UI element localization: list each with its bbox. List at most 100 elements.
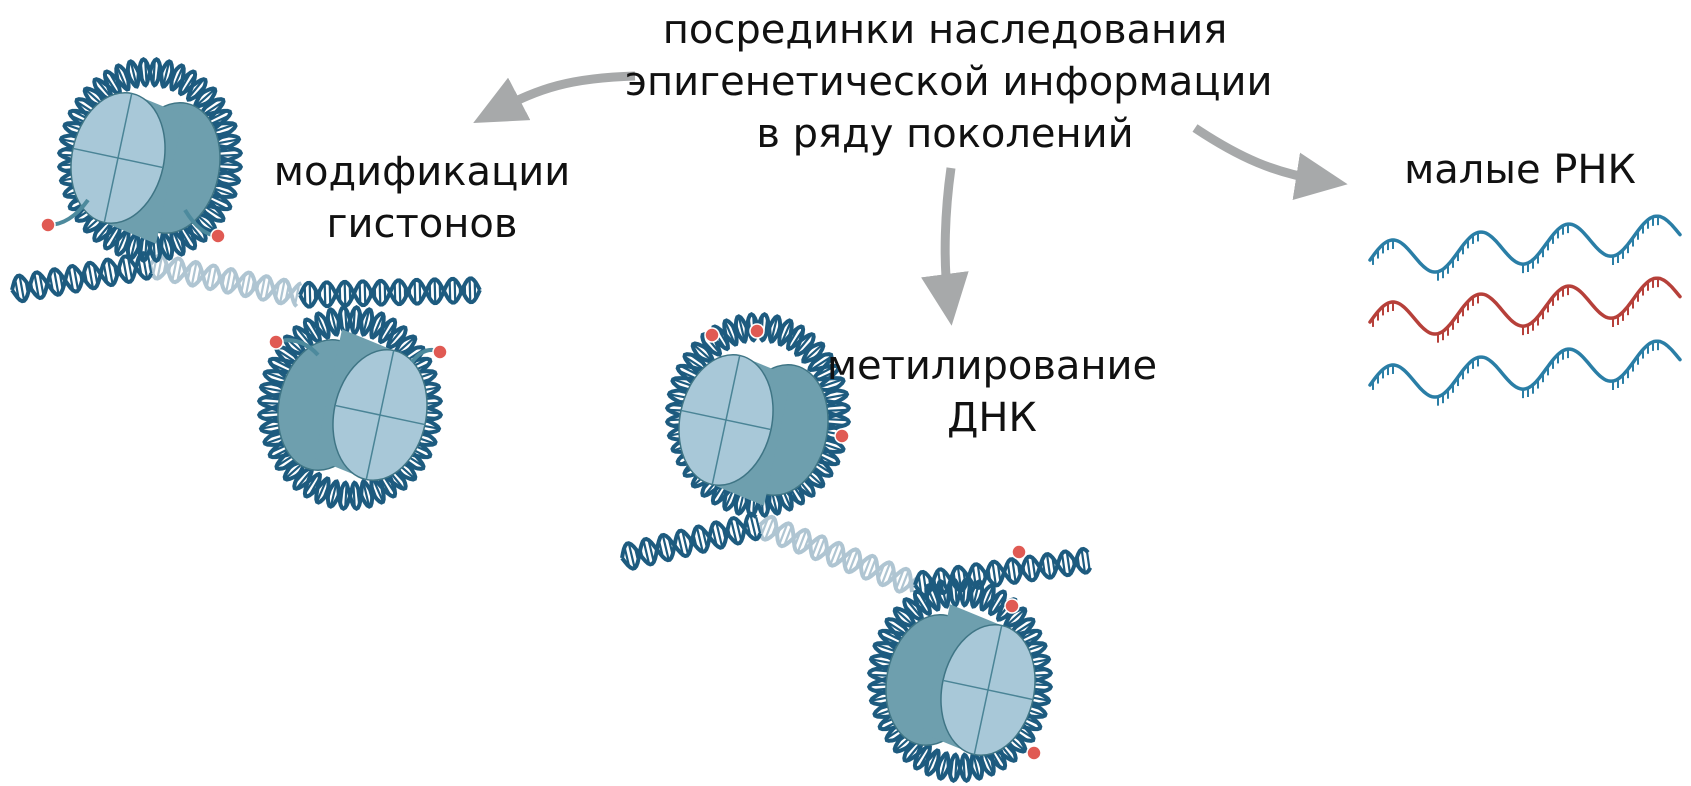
dna-base-pair [860, 560, 866, 569]
dna-base-pair [52, 268, 60, 295]
dna-base-pair [867, 558, 877, 579]
dna-base-pair [18, 275, 26, 302]
dna-base-pair [906, 578, 912, 587]
dna-base-pair [156, 255, 164, 279]
dna-base-pair [778, 523, 789, 545]
dna-strand [758, 521, 919, 594]
dna-helix [148, 252, 303, 308]
small-rna [1368, 276, 1682, 343]
dna-base-pair [221, 273, 226, 286]
methyl-mark [1004, 598, 1020, 614]
dna-base-pair [362, 481, 371, 507]
methyl-mark [834, 428, 850, 444]
dna-base-pair [834, 546, 844, 565]
dna-base-pair [343, 281, 347, 306]
dna-base-pair [783, 525, 793, 546]
dna-base-pair [822, 546, 828, 555]
dna-base-pair [972, 753, 981, 779]
dna-base-pair [893, 575, 898, 580]
dna-base-pair [681, 530, 690, 556]
dna-base-pair [162, 233, 171, 259]
dna-base-pair [271, 287, 275, 292]
dna-base-pair [764, 517, 775, 541]
small-rna-label: малые РНК [1395, 144, 1645, 196]
dna-base-pair [107, 259, 114, 285]
dna-base-pair [793, 531, 802, 548]
dna-strand [620, 511, 758, 571]
dna-base-pair [877, 564, 886, 580]
nucleosome [40, 56, 244, 264]
dna-base-pair [815, 537, 826, 560]
dna-base-pair [939, 753, 948, 779]
dna-base-pair [87, 262, 95, 289]
dna-base-pair [468, 278, 472, 303]
dna-base-pair [284, 284, 290, 301]
dna-strand [913, 549, 1093, 596]
dna-base-pair [448, 280, 452, 302]
dna-strand [10, 254, 154, 301]
dna-base-pair [323, 283, 327, 306]
histone-modifications-label: модификации гистонов [262, 146, 582, 250]
dna-linker [10, 251, 482, 309]
dna-base-pair [67, 268, 75, 291]
dna-base-pair [186, 265, 192, 281]
dna-helix [620, 511, 762, 571]
dna-base-pair [141, 252, 149, 279]
rna-backbone [1368, 339, 1682, 399]
dna-strand [913, 546, 1090, 598]
dna-base-pair [826, 546, 834, 559]
dna-base-pair [250, 279, 256, 292]
dna-base-pair [244, 272, 252, 297]
dna-linker [620, 511, 1093, 598]
dna-base-pair [225, 268, 232, 293]
histone-label-line-1: модификации [273, 149, 571, 195]
arrow-to-histone-modifications [473, 71, 636, 123]
dna-base-pair [972, 581, 981, 607]
dna-methylation-illustration [620, 311, 1093, 784]
dna-base-pair [811, 536, 821, 557]
dna-base-pair [378, 280, 382, 305]
dna-base-pair [737, 316, 746, 342]
modification-mark [210, 228, 226, 244]
histone-label-line-2: гистонов [326, 201, 518, 247]
dna-base-pair [230, 272, 237, 291]
dna-base-pair [755, 517, 762, 534]
dna-base-pair [72, 266, 80, 291]
dna-base-pair [126, 257, 134, 280]
small-rna [1368, 339, 1682, 406]
dna-base-pair [129, 61, 138, 87]
dna-base-pair [433, 279, 437, 304]
dna-base-pair [328, 283, 332, 305]
methyl-mark [1011, 544, 1027, 560]
dna-helix [758, 514, 919, 594]
dna-base-pair [802, 535, 811, 551]
dna-base-pair [1011, 559, 1017, 583]
modification-mark [268, 334, 284, 350]
title-line-3: в ряду поколений [756, 111, 1134, 157]
methylation-label-line-1: метилирование [826, 343, 1158, 389]
histone-core [70, 91, 221, 244]
dna-base-pair [453, 279, 457, 302]
methyl-mark [704, 327, 720, 343]
dna-strand [866, 576, 1054, 784]
title-line-2: эпигенетической информации [625, 59, 1273, 105]
dna-base-pair [715, 522, 724, 548]
dna-base-pair [176, 260, 183, 282]
dna-base-pair [129, 233, 138, 259]
dna-strand [148, 256, 299, 308]
methyl-marks [704, 323, 1042, 761]
dna-base-pair [121, 257, 129, 282]
dna-base-pair [695, 526, 704, 553]
histone-modifications-illustration [10, 56, 482, 512]
dna-base-pair [862, 555, 873, 578]
title-label: посрединки наследования эпигенетической … [625, 4, 1273, 160]
dna-base-pair [1080, 549, 1087, 573]
dna-base-pair [847, 549, 859, 573]
dna-base-pair [874, 567, 879, 573]
dna-base-pair [182, 269, 186, 275]
dna-base-pair [818, 378, 844, 389]
dna-base-pair [202, 273, 206, 279]
dna-base-pair [167, 264, 172, 274]
dna-base-pair [895, 569, 905, 590]
dna-base-pair [749, 513, 758, 540]
